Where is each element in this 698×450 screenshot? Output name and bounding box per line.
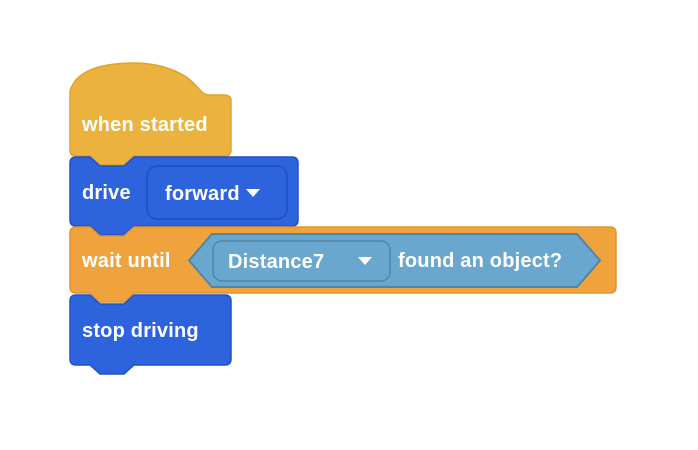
drive-label: drive bbox=[82, 182, 131, 204]
sensor-dropdown-value: Distance7 bbox=[228, 251, 324, 273]
stop-driving-block[interactable]: stop driving bbox=[69, 294, 232, 375]
found-object-label: found an object? bbox=[398, 250, 562, 272]
when-started-block[interactable]: when started bbox=[69, 62, 232, 166]
sensor-dropdown[interactable]: Distance7 bbox=[212, 240, 391, 282]
drive-direction-dropdown-value: forward bbox=[165, 183, 240, 205]
wait-until-block[interactable]: wait until Distance7 found an object? bbox=[69, 226, 617, 303]
dropdown-arrow-icon bbox=[246, 189, 260, 197]
drive-block[interactable]: drive forward bbox=[69, 156, 299, 236]
drive-direction-dropdown-field bbox=[146, 165, 288, 220]
dropdown-arrow-icon bbox=[358, 257, 372, 265]
stop-driving-label: stop driving bbox=[82, 320, 199, 342]
stop-driving-shape bbox=[69, 294, 232, 375]
wait-until-label: wait until bbox=[81, 250, 171, 272]
when-started-shape bbox=[69, 62, 232, 166]
drive-direction-dropdown[interactable]: forward bbox=[146, 165, 288, 220]
found-object-boolean-block[interactable]: Distance7 found an object? bbox=[187, 233, 602, 288]
when-started-label: when started bbox=[81, 114, 208, 136]
sensor-dropdown-field bbox=[212, 240, 391, 282]
